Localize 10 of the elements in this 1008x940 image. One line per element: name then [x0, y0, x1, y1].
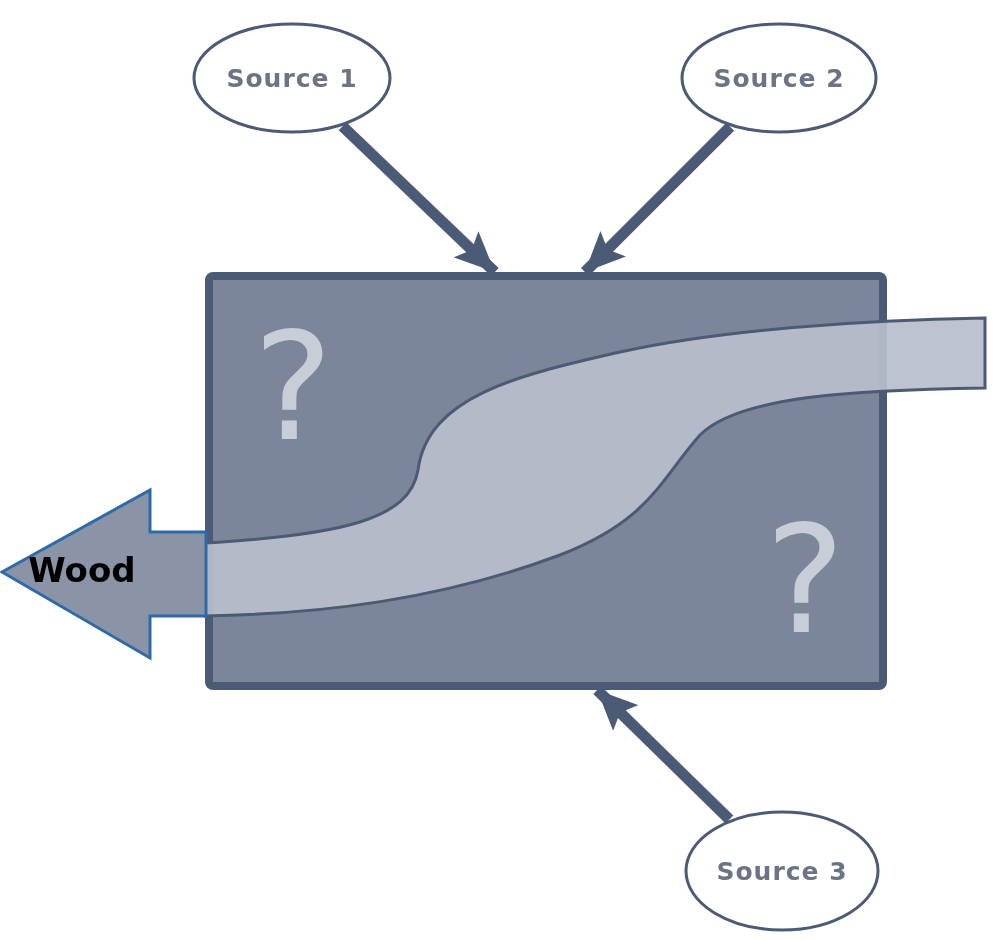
- source-ellipse: [192, 22, 392, 134]
- question-mark: ?: [765, 505, 845, 655]
- source-ellipse: [680, 22, 878, 134]
- arrow-label: Wood: [28, 553, 136, 587]
- source-label: Source 3: [716, 858, 848, 884]
- source-label: Source 2: [713, 65, 845, 91]
- source-ellipse: [684, 810, 880, 932]
- question-mark: ?: [253, 312, 333, 462]
- block-arrow: [0, 488, 208, 660]
- source-label: Source 1: [226, 65, 358, 91]
